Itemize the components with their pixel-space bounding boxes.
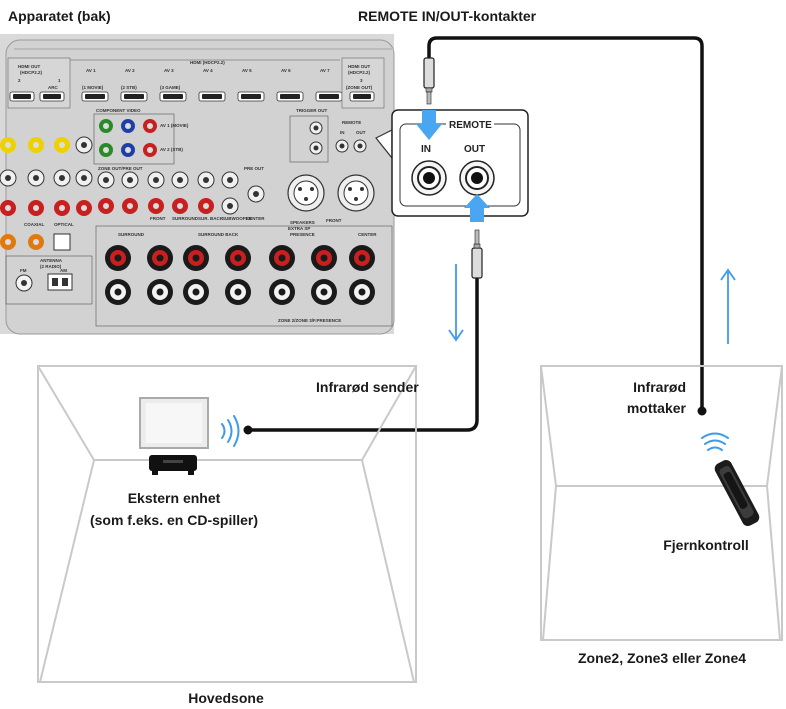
hdmi-out3-sub: (HDCP2.2) <box>348 70 371 75</box>
hdmi-header: HDMI (HDCP2.2) <box>190 60 225 65</box>
zone-presence-label: ZONE 2/ZONE 3/F.PRESENCE <box>278 318 341 323</box>
speaker-terminal-hole <box>359 289 366 296</box>
ir-receiver-cable <box>429 38 702 410</box>
speaker-terminal-hole <box>359 255 366 262</box>
ir-sender-dot <box>244 426 253 435</box>
coaxial-label: COAXIAL <box>24 222 45 227</box>
ir-receiver-label-2: mottaker <box>627 400 687 416</box>
remote-control-icon <box>713 458 762 528</box>
hdmi-input-label: AV 5 <box>242 68 252 73</box>
zoom-in-jack <box>412 161 446 195</box>
hdmi-port-slot <box>85 94 105 99</box>
speaker-terminal-hole <box>115 289 122 296</box>
hdmi-input-label: AV 2 <box>125 68 135 73</box>
hdmi-port-slot <box>124 94 144 99</box>
plug-in-top <box>424 58 434 104</box>
av1-movie-label: AV 1 (MOVIE) <box>160 123 189 128</box>
surround-pre-label: SURROUND <box>172 216 199 221</box>
zoom-out-jack <box>460 161 494 195</box>
remote-control-label: Fjernkontroll <box>663 537 749 553</box>
am-label: AM <box>60 268 67 273</box>
hdmi-input-label: AV 7 <box>320 68 330 73</box>
radio-label: (2 RADIO) <box>40 264 62 269</box>
ir-receiver-label-1: Infrarød <box>633 379 686 395</box>
av2-stb-label: AV 2 (STB) <box>160 147 183 152</box>
ir-wave-icon <box>222 416 239 446</box>
speaker-terminal-hole <box>115 255 122 262</box>
optical-label: OPTICAL <box>54 222 74 227</box>
hdmi-out-label: HDMI OUT <box>18 64 40 69</box>
center-pre-label: CENTER <box>246 216 265 221</box>
antenna-label: ANTENNA <box>40 258 63 263</box>
front-pre-label: FRONT <box>150 216 166 221</box>
cd-player-icon <box>149 455 197 475</box>
rear-panel: HDMI (HDCP2.2) HDMI OUT (HDCP2.2) 2 1 AR… <box>0 34 394 334</box>
speaker-terminal-hole <box>157 289 164 296</box>
hdmi-port-slot <box>319 94 339 99</box>
arc-label: ARC <box>48 85 58 90</box>
speaker-terminal-hole <box>321 255 328 262</box>
front-xlr-label: FRONT <box>326 218 342 223</box>
zoom-in-label: IN <box>421 144 431 155</box>
external-device-line2: (som f.eks. en CD-spiller) <box>90 512 258 528</box>
remote-jacks-label: REMOTE IN/OUT-kontakter <box>358 8 537 24</box>
speaker-terminal-hole <box>321 289 328 296</box>
component-video-label: COMPONENT VIDEO <box>96 108 141 113</box>
presence-label: PRESENCE <box>290 232 315 237</box>
hdmi-input-label: AV 3 <box>164 68 174 73</box>
speaker-terminal-hole <box>279 289 286 296</box>
zone-out-label: (ZONE OUT) <box>346 85 373 90</box>
hdmi-port-slot <box>241 94 261 99</box>
external-device-line1: Ekstern enhet <box>128 490 221 506</box>
surround-label: SURROUND <box>118 232 145 237</box>
pre-out-label: PRE OUT <box>244 166 264 171</box>
speaker-terminal-hole <box>157 255 164 262</box>
speaker-terminal-hole <box>235 255 242 262</box>
hdmi-port-slot <box>202 94 222 99</box>
trigger-out-label: TRIGGER OUT <box>296 108 328 113</box>
main-zone-label: Hovedsone <box>188 690 264 706</box>
fm-label: FM <box>20 268 27 273</box>
speakers-label: SPEAKERS <box>290 220 315 225</box>
device-back-label: Apparatet (bak) <box>8 8 111 24</box>
hdmi-input-label: AV 1 <box>86 68 96 73</box>
zone-label: Zone2, Zone3 eller Zone4 <box>578 650 746 666</box>
speaker-terminal-hole <box>235 289 242 296</box>
center-spk-label: CENTER <box>358 232 377 237</box>
hdmi-input-sub: (1 MOVIE) <box>82 85 104 90</box>
remote-ir-wave-icon <box>702 434 728 451</box>
sur-back-pre-label: SUR. BACK <box>198 216 224 221</box>
plug-out-bottom <box>472 230 482 278</box>
panel-remote-label: REMOTE <box>342 120 361 125</box>
panel-remote-in: IN <box>340 130 345 135</box>
hdmi-port-slot <box>163 94 183 99</box>
hdmi-input-sub: (3 GAME) <box>160 85 181 90</box>
hdmi-input-label: AV 6 <box>281 68 291 73</box>
zoom-remote-title: REMOTE <box>449 120 492 131</box>
extra-sp-label: EXTRA SP <box>288 226 310 231</box>
speaker-terminal-hole <box>193 289 200 296</box>
remote-zoom-callout: REMOTE IN OUT <box>376 110 528 216</box>
hdmi-out-sub: (HDCP2.2) <box>20 70 43 75</box>
ir-sender-label: Infrarød sender <box>316 379 419 395</box>
zoom-out-label: OUT <box>464 144 485 155</box>
speaker-terminal-hole <box>193 255 200 262</box>
hdmi-port-slot <box>280 94 300 99</box>
hdmi-input-sub: (2 STB) <box>121 85 137 90</box>
ir-receiver-dot <box>698 407 707 416</box>
speaker-terminal-hole <box>279 255 286 262</box>
signal-down-arrow-icon <box>449 264 463 340</box>
zone-out-pre-out-label: ZONE OUT/PRE OUT <box>98 166 143 171</box>
panel-remote-out: OUT <box>356 130 366 135</box>
hdmi-input-label: AV 4 <box>203 68 213 73</box>
surround-back-label: SURROUND BACK <box>198 232 239 237</box>
hdmi-out3-label: HDMI OUT <box>348 64 370 69</box>
ir-sender-device <box>140 398 208 448</box>
signal-up-arrow-icon <box>721 270 735 344</box>
